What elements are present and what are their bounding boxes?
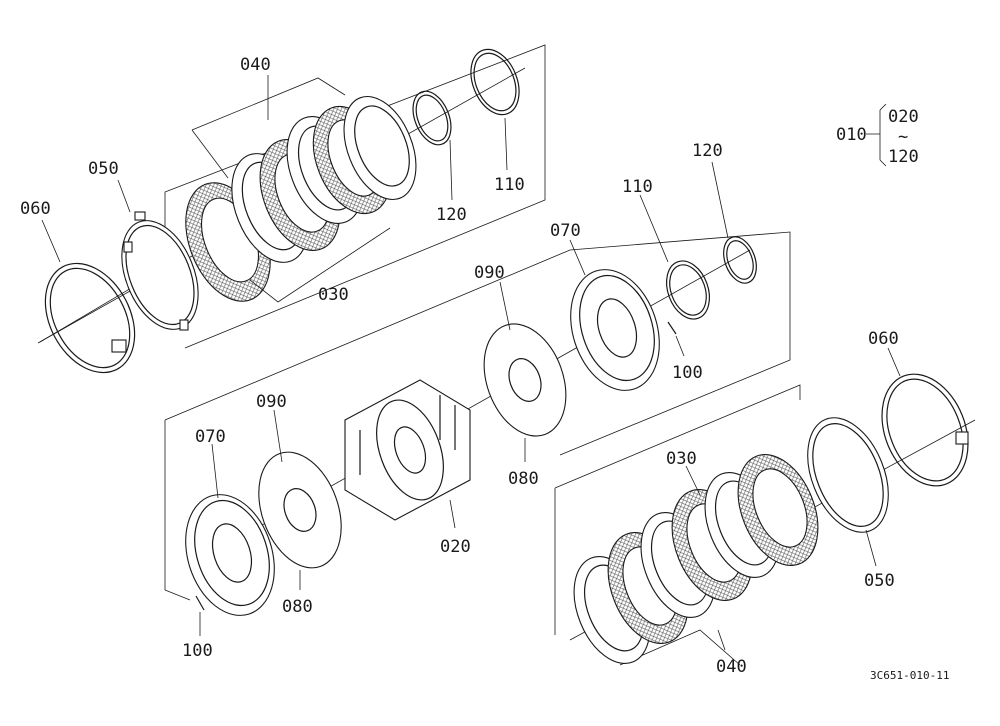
leader-050-top	[117, 179, 131, 213]
snap-ring-120-right	[723, 236, 757, 284]
label-050-top: 050	[88, 159, 119, 179]
middle-outline	[164, 231, 791, 601]
label-090-left: 090	[256, 392, 287, 412]
leader-070-left	[211, 443, 219, 499]
plate-050-bottom	[807, 417, 889, 533]
label-110-top: 110	[494, 175, 525, 195]
leader-110-top	[504, 117, 508, 171]
leader-060-top	[41, 219, 61, 263]
label-090-right: 090	[474, 263, 505, 283]
label-020: 020	[440, 537, 471, 557]
springs-100	[195, 321, 677, 611]
bracket-040	[191, 77, 346, 131]
label-070-right: 070	[550, 221, 581, 241]
label-100-right: 100	[672, 363, 703, 383]
label-030-top: 030	[318, 285, 349, 305]
ring-110-right	[665, 260, 711, 320]
label-070-left: 070	[195, 427, 226, 447]
label-110-right: 110	[622, 177, 653, 197]
leader-090-left	[273, 409, 283, 463]
snap-ring-120-top	[412, 90, 452, 146]
legend-to: 120	[888, 147, 919, 167]
clutch-drum-020	[344, 379, 471, 521]
friction-disc-030f	[737, 454, 819, 566]
leader-050-bottom	[865, 529, 877, 567]
label-080-left: 080	[282, 597, 313, 617]
bracket-030	[249, 227, 391, 303]
label-120-right: 120	[692, 141, 723, 161]
bottom-clutch-pack: 030 040 050 060	[554, 329, 976, 677]
leader-040-bottom	[717, 629, 726, 651]
plate-050	[121, 211, 199, 331]
legend-tilde: ~	[898, 127, 908, 147]
leader-060-bottom	[887, 347, 901, 377]
seal-plate-left	[258, 451, 342, 569]
legend-from: 020	[888, 107, 919, 127]
leader-100-right	[675, 335, 685, 357]
snap-ring-060	[44, 262, 136, 374]
top-clutch-pack: 040 050 060 030 120 110	[20, 44, 546, 374]
legend: 010 020 ~ 120	[836, 103, 919, 167]
bottom-outline	[554, 384, 801, 666]
middle-assembly: 070 090 080 100 020 090 080 070 110 120 …	[164, 141, 791, 661]
ring-110-top	[470, 48, 520, 116]
leader-110-right	[639, 194, 669, 263]
label-060-top: 060	[20, 199, 51, 219]
label-080-right: 080	[508, 469, 539, 489]
label-100-left: 100	[182, 641, 213, 661]
leader-120-right	[711, 161, 729, 239]
drawing-code: 3C651-010-11	[870, 669, 949, 682]
label-050-bottom: 050	[864, 571, 895, 591]
leader-090-right	[499, 281, 511, 331]
seal-plate-right	[483, 323, 567, 437]
legend-group: 010	[836, 125, 867, 145]
plate-040c	[343, 95, 417, 201]
leader-030-bottom	[685, 465, 701, 496]
bracket-040-left	[191, 129, 229, 179]
piston-070-left	[185, 494, 275, 616]
label-030-bottom: 030	[666, 449, 697, 469]
legend-brace	[866, 103, 887, 167]
leader-020	[449, 499, 456, 529]
leader-120-top	[449, 139, 453, 201]
label-040-bottom: 040	[716, 657, 747, 677]
snap-ring-060-bottom	[881, 373, 969, 487]
label-120-top: 120	[436, 205, 467, 225]
label-060-bottom: 060	[868, 329, 899, 349]
leader-070-right	[569, 239, 586, 276]
label-040-top: 040	[240, 55, 271, 75]
piston-070-right	[570, 269, 660, 391]
